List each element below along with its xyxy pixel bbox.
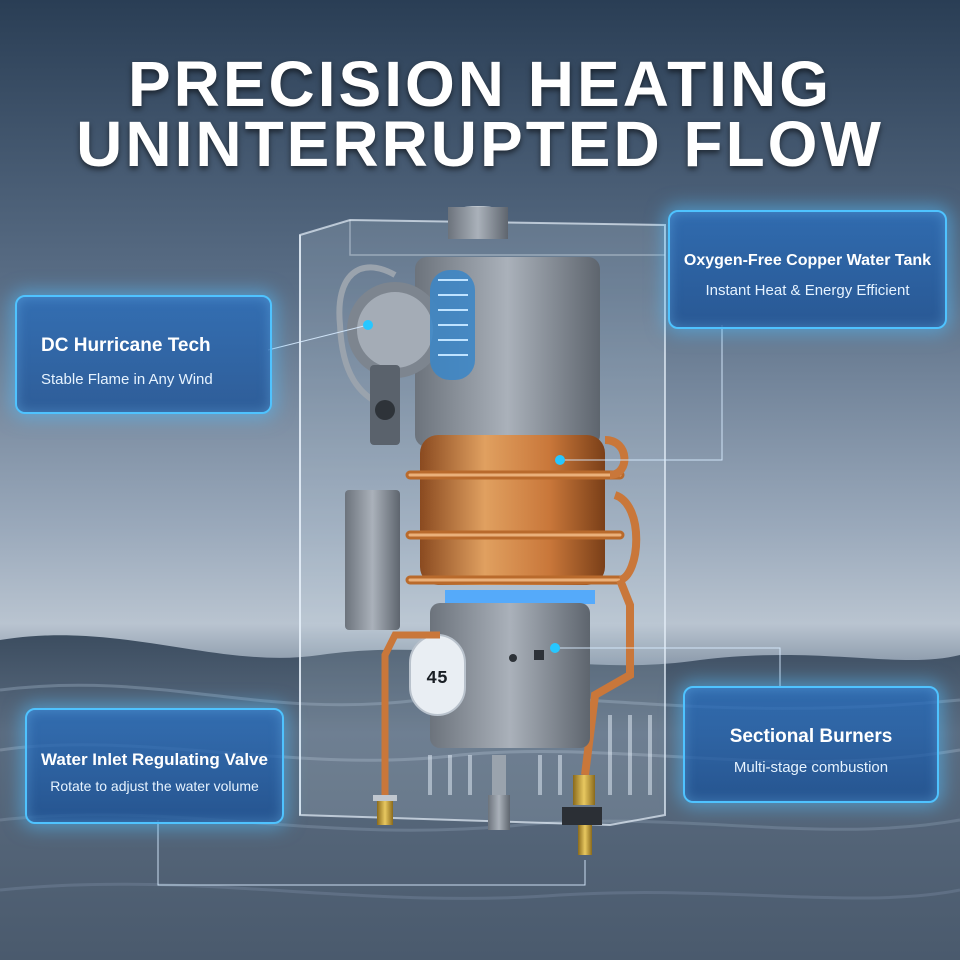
water-heater-illustration: 45 <box>299 206 666 855</box>
callout-title: Oxygen-Free Copper Water Tank <box>683 252 932 269</box>
callout-title: DC Hurricane Tech <box>41 335 211 356</box>
callout-subtitle: Stable Flame in Any Wind <box>41 371 213 388</box>
callout-subtitle: Rotate to adjust the water volume <box>50 778 259 794</box>
callout-sectional-burners: Sectional Burners Multi-stage combustion <box>683 686 939 803</box>
headline-line-1: PRECISION HEATING <box>127 48 833 120</box>
callout-subtitle: Instant Heat & Energy Efficient <box>705 282 910 299</box>
headline-line-2: UNINTERRUPTED FLOW <box>76 108 884 180</box>
display-readout: 45 <box>426 669 448 689</box>
callout-water-inlet-valve: Water Inlet Regulating Valve Rotate to a… <box>25 708 284 824</box>
callout-title: Sectional Burners <box>729 726 893 747</box>
callout-dc-hurricane-tech: DC Hurricane Tech Stable Flame in Any Wi… <box>15 295 272 414</box>
callout-title: Water Inlet Regulating Valve <box>40 750 269 769</box>
callout-copper-water-tank: Oxygen-Free Copper Water Tank Instant He… <box>668 210 947 329</box>
callout-subtitle: Multi-stage combustion <box>733 759 889 776</box>
